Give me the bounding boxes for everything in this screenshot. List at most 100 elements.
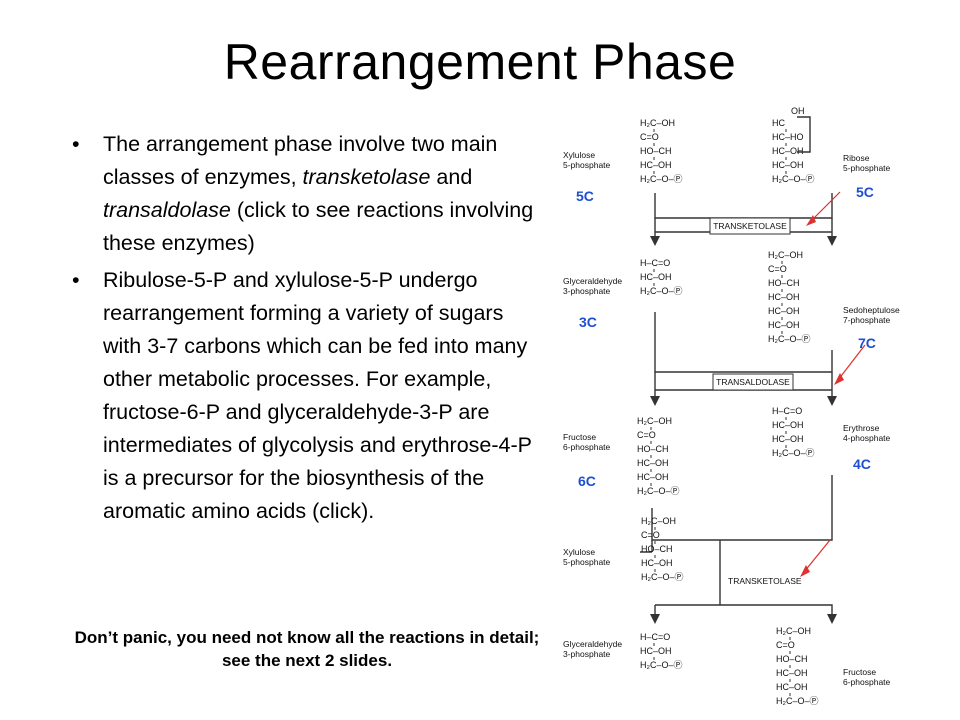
label-sedoheptulose-line1: Sedoheptulose	[843, 305, 900, 315]
formula-row-glyceraldehyde-2: H₂C–O–Ⓟ	[640, 660, 683, 670]
formula-row-fructose-2: HC–OH	[776, 682, 808, 692]
carbon-count-xylulose: 5C	[576, 188, 594, 204]
formula-row-ribose: HC–HO	[772, 132, 804, 142]
bullet-text: Ribulose-5-P and xylulose-5-P undergo re…	[103, 268, 532, 523]
formula-row-sedoheptulose: H₂C–O–Ⓟ	[768, 334, 811, 344]
label-glyceraldehyde-line2: 3-phosphate	[563, 286, 611, 296]
carbon-count-fructose: 6C	[578, 473, 596, 489]
bullet-text: The arrangement phase involve two main c…	[103, 132, 498, 189]
bullet-list: The arrangement phase involve two main c…	[72, 128, 542, 532]
arrowhead-icon	[827, 236, 837, 246]
formula-row-erythrose: H–C=O	[772, 406, 802, 416]
formula-row-ribose: HC–OH	[772, 146, 804, 156]
red-arrowhead-icon	[800, 565, 810, 577]
formula-row-sedoheptulose: C=O	[768, 264, 787, 274]
arrowhead-icon	[827, 396, 837, 406]
formula-row-ribose: HC	[772, 118, 785, 128]
formula-row-fructose-2: C=O	[776, 640, 795, 650]
formula-row-fructose-1: HC–OH	[637, 472, 669, 482]
red-arrow-icon	[837, 344, 866, 381]
formula-row-fructose-1: H₂C–OH	[637, 416, 672, 426]
reaction-bracket	[654, 312, 833, 373]
ring-bond	[797, 116, 811, 153]
highlight-arrows	[800, 191, 866, 577]
formula-row-fructose-1: H₂C–O–Ⓟ	[637, 486, 680, 496]
formula-row-glyceraldehyde-1: H–C=O	[640, 258, 670, 268]
ring-oxygen-label: OH	[791, 106, 805, 116]
formula-row-sedoheptulose: HC–OH	[768, 292, 800, 302]
formula-row-xylulose-1: H₂C–OH	[640, 118, 675, 128]
label-xylulose-line1: Xylulose	[563, 150, 595, 160]
footnote: Don’t panic, you need not know all the r…	[74, 628, 540, 670]
label-erythrose-line1: Erythrose	[843, 423, 880, 433]
label-sedoheptulose-line2: 7-phosphate	[843, 315, 891, 325]
label-ribose-line2: 5-phosphate	[843, 163, 891, 173]
carbon-count-ribose: 5C	[856, 184, 874, 200]
formula-row-glyceraldehyde-2: HC–OH	[640, 646, 672, 656]
enzyme-label-transketolase: TRANSKETOLASE	[713, 221, 787, 231]
arrowhead-icon	[650, 236, 660, 246]
formula-row-glyceraldehyde-2: H–C=O	[640, 632, 670, 642]
reaction-bracket	[654, 193, 833, 219]
slide-title: Rearrangement Phase	[223, 34, 737, 90]
formula-row-erythrose: H₂C–O–Ⓟ	[772, 448, 815, 458]
label-glyceraldehyde2-line1: Glyceraldehyde	[563, 639, 622, 649]
bullet-item: The arrangement phase involve two main c…	[72, 128, 542, 260]
bullet-text: (click to see reactions involving these …	[103, 198, 534, 255]
carbon-count-sedoheptulose: 7C	[858, 335, 876, 351]
formula-row-glyceraldehyde-1: HC–OH	[640, 272, 672, 282]
enzyme-box-transketolase-2	[721, 572, 803, 590]
bullet-text: and	[430, 165, 473, 189]
enzyme-label-transketolase-2: TRANSKETOLASE	[728, 576, 802, 586]
formula-row-xylulose-2: H₂C–O–Ⓟ	[641, 572, 684, 582]
arrowhead-icon	[650, 614, 660, 624]
reaction-lines: TRANSKETOLASE TRANSALDOLASE TRANSKETOLAS…	[640, 193, 837, 624]
formula-row-erythrose: HC–OH	[772, 420, 804, 430]
structural-formulas: H₂C–OH C=O HO–CH HC–OH H₂C–O–Ⓟ HC HC–HO HC–OH HC…	[637, 118, 819, 706]
arrowhead-icon	[827, 614, 837, 624]
formula-row-sedoheptulose: HC–OH	[768, 320, 800, 330]
label-glyceraldehyde-line1: Glyceraldehyde	[563, 276, 622, 286]
red-arrowhead-icon	[834, 373, 844, 385]
red-arrowhead-icon	[806, 215, 816, 226]
formula-row-glyceraldehyde-1: H₂C–O–Ⓟ	[640, 286, 683, 296]
label-xylulose-line2: 5-phosphate	[563, 160, 611, 170]
formula-row-sedoheptulose: H₂C–OH	[768, 250, 803, 260]
enzyme-label-transaldolase: TRANSALDOLASE	[716, 377, 790, 387]
enzyme-transketolase-text: transketolase	[302, 165, 431, 189]
formula-row-xylulose-1: HO–CH	[640, 146, 672, 156]
label-fructose2-line1: Fructose	[843, 667, 876, 677]
formula-row-fructose-2: H₂C–OH	[776, 626, 811, 636]
formula-row-fructose-1: HC–OH	[637, 458, 669, 468]
formula-row-fructose-1: C=O	[637, 430, 656, 440]
molecule-labels: Xylulose 5-phosphate Ribose 5-phosphate …	[563, 150, 900, 687]
bullet-item: Ribulose-5-P and xylulose-5-P undergo re…	[72, 264, 542, 528]
enzyme-box-transaldolase	[712, 373, 794, 391]
carbon-count-erythrose: 4C	[853, 456, 871, 472]
formula-row-erythrose: HC–OH	[772, 434, 804, 444]
label-xylulose2-line2: 5-phosphate	[563, 557, 611, 567]
label-erythrose-line2: 4-phosphate	[843, 433, 891, 443]
label-ribose-line1: Ribose	[843, 153, 870, 163]
formula-row-xylulose-2: C=O	[641, 530, 660, 540]
formula-row-fructose-1: HO–CH	[637, 444, 669, 454]
formula-row-ribose: HC–OH	[772, 160, 804, 170]
label-xylulose2-line1: Xylulose	[563, 547, 595, 557]
arrowhead-icon	[650, 396, 660, 406]
label-fructose-line1: Fructose	[563, 432, 596, 442]
formula-row-xylulose-2: HC–OH	[641, 558, 673, 568]
formula-row-xylulose-2: H₂C–OH	[641, 516, 676, 526]
formula-row-fructose-2: HO–CH	[776, 654, 808, 664]
enzyme-box-transketolase	[709, 217, 791, 235]
label-fructose2-line2: 6-phosphate	[843, 677, 891, 687]
formula-row-fructose-2: H₂C–O–Ⓟ	[776, 696, 819, 706]
formula-row-xylulose-1: HC–OH	[640, 160, 672, 170]
label-glyceraldehyde2-line2: 3-phosphate	[563, 649, 611, 659]
carbon-counts: 5C 5C 3C 7C 6C 4C	[576, 184, 876, 489]
red-arrow-icon	[803, 539, 831, 573]
reaction-bracket	[651, 475, 833, 541]
red-arrow-icon	[809, 191, 841, 223]
label-fructose-line2: 6-phosphate	[563, 442, 611, 452]
carbon-count-glyceraldehyde: 3C	[579, 314, 597, 330]
